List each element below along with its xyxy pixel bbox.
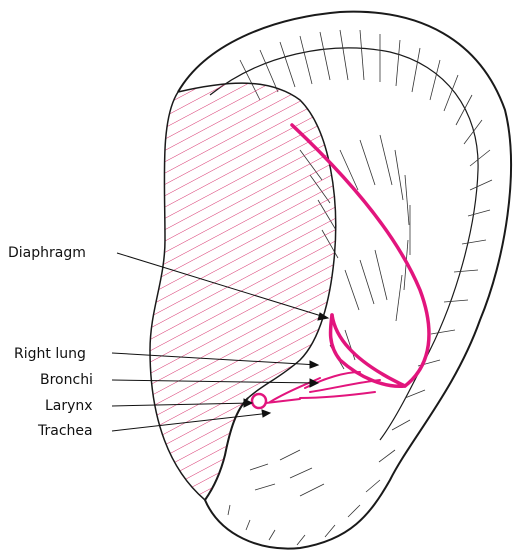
leader-right-lung-arrow — [310, 361, 318, 368]
label-diaphragm: Diaphragm — [8, 245, 86, 261]
label-trachea: Trachea — [38, 423, 93, 439]
label-right-lung: Right lung — [14, 346, 86, 362]
diaphragm-line — [332, 315, 405, 386]
larynx-circle — [252, 394, 266, 408]
label-bronchi: Bronchi — [40, 372, 93, 388]
leader-trachea-arrow — [262, 410, 270, 417]
label-larynx: Larynx — [45, 398, 93, 414]
